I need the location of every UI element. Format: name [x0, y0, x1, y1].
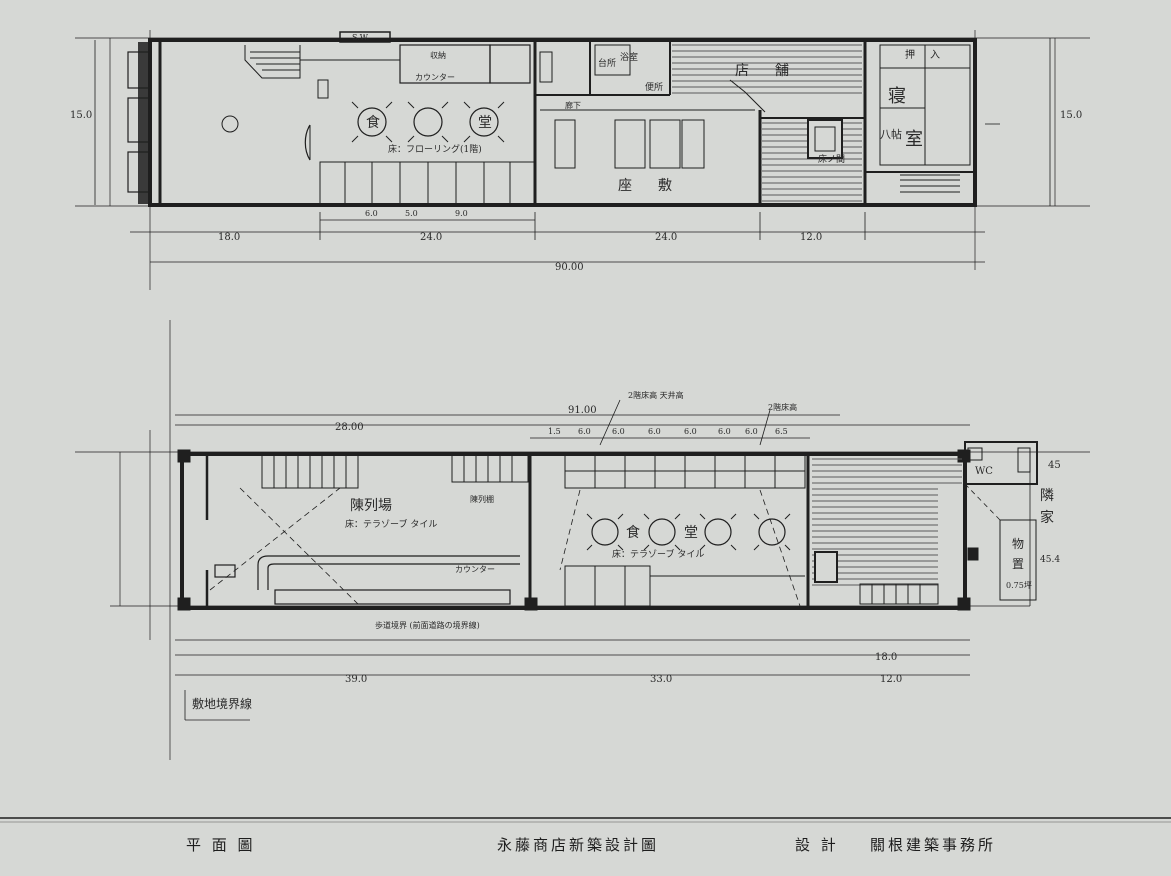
- lower-warehouse-note: 0.75坪: [1006, 581, 1032, 590]
- lower-display-note: 床：テラゾーブ タイル: [345, 518, 437, 530]
- upper-plan: [75, 30, 1090, 290]
- lower-counter: カウンター: [455, 565, 495, 574]
- upper-dim-1: 18.0: [218, 232, 240, 243]
- lower-dim-bay-2: 6.0: [578, 427, 591, 436]
- lower-dim-bay-5: 6.0: [684, 427, 697, 436]
- facade-windows: [127, 42, 151, 204]
- lower-dim-bay-4: 6.0: [648, 427, 661, 436]
- office-name: 關根建築事務所: [870, 836, 997, 854]
- lower-warehouse-2: 置: [1012, 557, 1024, 571]
- upper-dim-2: 24.0: [420, 232, 442, 243]
- upper-bedroom-1: 寝: [888, 86, 906, 107]
- lower-street-note: 歩道境界 (前面道路の境界線): [375, 620, 480, 630]
- upper-dim-3: 24.0: [655, 232, 677, 243]
- upper-dim-total: 90.00: [555, 262, 584, 273]
- lower-dim-right-height: 45: [1048, 460, 1061, 471]
- wc-annex: [964, 441, 1038, 485]
- upper-dining-tables: [351, 101, 505, 143]
- upper-bedroom-size: 八帖: [880, 128, 902, 141]
- lower-plan: [75, 320, 1090, 760]
- upper-bedroom-2: 室: [905, 129, 923, 150]
- upper-storage: 収納: [430, 50, 446, 60]
- design-label: 設 計: [795, 836, 839, 854]
- lower-dim-bay-1: 1.5: [548, 427, 561, 436]
- lower-dining-tables: [586, 513, 791, 551]
- lower-dim-bottom-mid: 33.0: [650, 674, 672, 685]
- stairs-upper-left: [244, 31, 391, 79]
- upper-dim-sub1: 6.0: [365, 209, 378, 218]
- zashiki-fittings: [540, 109, 755, 169]
- upper-dining-char-1: 食: [366, 114, 380, 131]
- upper-tokonoma: 床ノ間: [818, 153, 845, 165]
- lower-dim-bottom-right2: 12.0: [880, 674, 902, 685]
- upper-oshiire-1: 押: [905, 48, 915, 61]
- upper-sw: S.W.: [352, 33, 369, 42]
- drawing-title: 平 面 圖: [186, 836, 256, 854]
- title-block: 平 面 圖 永藤商店新築設計圖 設 計 關根建築事務所: [0, 826, 1171, 866]
- upper-dim-4: 12.0: [800, 232, 822, 243]
- upper-floor-note: 床：フローリング(1階): [388, 143, 482, 155]
- upper-dimensions: [94, 38, 1051, 263]
- upper-dim-h1: 15.0: [1060, 110, 1082, 121]
- lower-display-area: 陳列場: [350, 498, 392, 514]
- lower-stairs-note-2: 2階床高: [768, 402, 797, 412]
- lower-dim-top-total: 91.00: [568, 405, 597, 416]
- upper-dim-sub2: 5.0: [405, 209, 418, 218]
- lower-dim-bay-6: 6.0: [718, 427, 731, 436]
- lower-boundary: 敷地境界線: [192, 696, 252, 711]
- stairs-lower-mid: [451, 453, 529, 483]
- lower-neighbor-size: 45.4: [1040, 555, 1060, 565]
- upper-bath: 浴室: [620, 51, 638, 63]
- upper-dim-h2: 15.0: [70, 110, 92, 121]
- upper-counter: カウンター: [415, 73, 455, 82]
- upper-shop-1: 店: [735, 63, 749, 79]
- upper-wc: 便所: [645, 81, 663, 93]
- lower-dim-bay-7: 6.0: [745, 427, 758, 436]
- lower-dim-bottom-left: 39.0: [345, 674, 367, 685]
- upper-hall: 廊下: [565, 100, 581, 110]
- upper-zashiki-2: 敷: [658, 178, 672, 194]
- lower-plan-labels: 陳列場 床：テラゾーブ タイル 食 堂 床：テラゾーブ タイル WC 隣 家 4…: [192, 390, 1060, 711]
- lower-window-bays: [564, 453, 806, 489]
- upper-zashiki-1: 座: [618, 178, 632, 194]
- upper-dining-char-2: 堂: [478, 115, 492, 131]
- lower-wc: WC: [975, 466, 993, 477]
- lower-warehouse-1: 物: [1012, 537, 1024, 551]
- upper-dim-sub3: 9.0: [455, 209, 468, 218]
- project-title: 永藤商店新築設計圖: [497, 836, 660, 854]
- lower-neighbor-2: 家: [1040, 509, 1054, 526]
- upper-oshiire-2: 入: [930, 50, 940, 61]
- lower-display-shelf: 陳列棚: [470, 494, 494, 504]
- stairs-lower-left: [261, 453, 359, 489]
- lower-dining-2: 堂: [684, 525, 698, 541]
- lower-neighbor-1: 隣: [1040, 488, 1054, 504]
- lower-stairs-note-1: 2階床高 天井高: [628, 390, 684, 400]
- upper-plan-labels: 食 堂 床：フローリング(1階) 座 敷 店 舗 寝 室 八帖 押 入 台所 浴…: [352, 33, 940, 194]
- bedroom-tatami: [879, 44, 971, 193]
- upper-front-sash: [319, 161, 536, 205]
- lower-dining-1: 食: [626, 524, 640, 541]
- upper-shop-2: 舗: [775, 63, 789, 79]
- upper-dimension-labels: 18.0 24.0 24.0 12.0 90.00 15.0 15.0 6.0 …: [70, 110, 1082, 273]
- lower-dimension-labels: 91.00 28.00 1.5 6.0 6.0 6.0 6.0 6.0 6.0 …: [335, 405, 1061, 685]
- lower-dimensions: [175, 399, 1031, 721]
- display-counter: [214, 555, 520, 605]
- lower-dim-bottom-right: 18.0: [875, 652, 897, 663]
- lower-dim-bay-8: 6.5: [775, 427, 788, 436]
- hatched-kitchen-floor: [672, 44, 862, 94]
- lower-hatched-room: [812, 458, 962, 484]
- lower-dining-note: 床：テラゾーブ タイル: [612, 548, 704, 560]
- lower-dim-bay-3: 6.0: [612, 427, 625, 436]
- upper-kitchen: 台所: [598, 57, 616, 69]
- lower-dim-top-left: 28.00: [335, 422, 364, 433]
